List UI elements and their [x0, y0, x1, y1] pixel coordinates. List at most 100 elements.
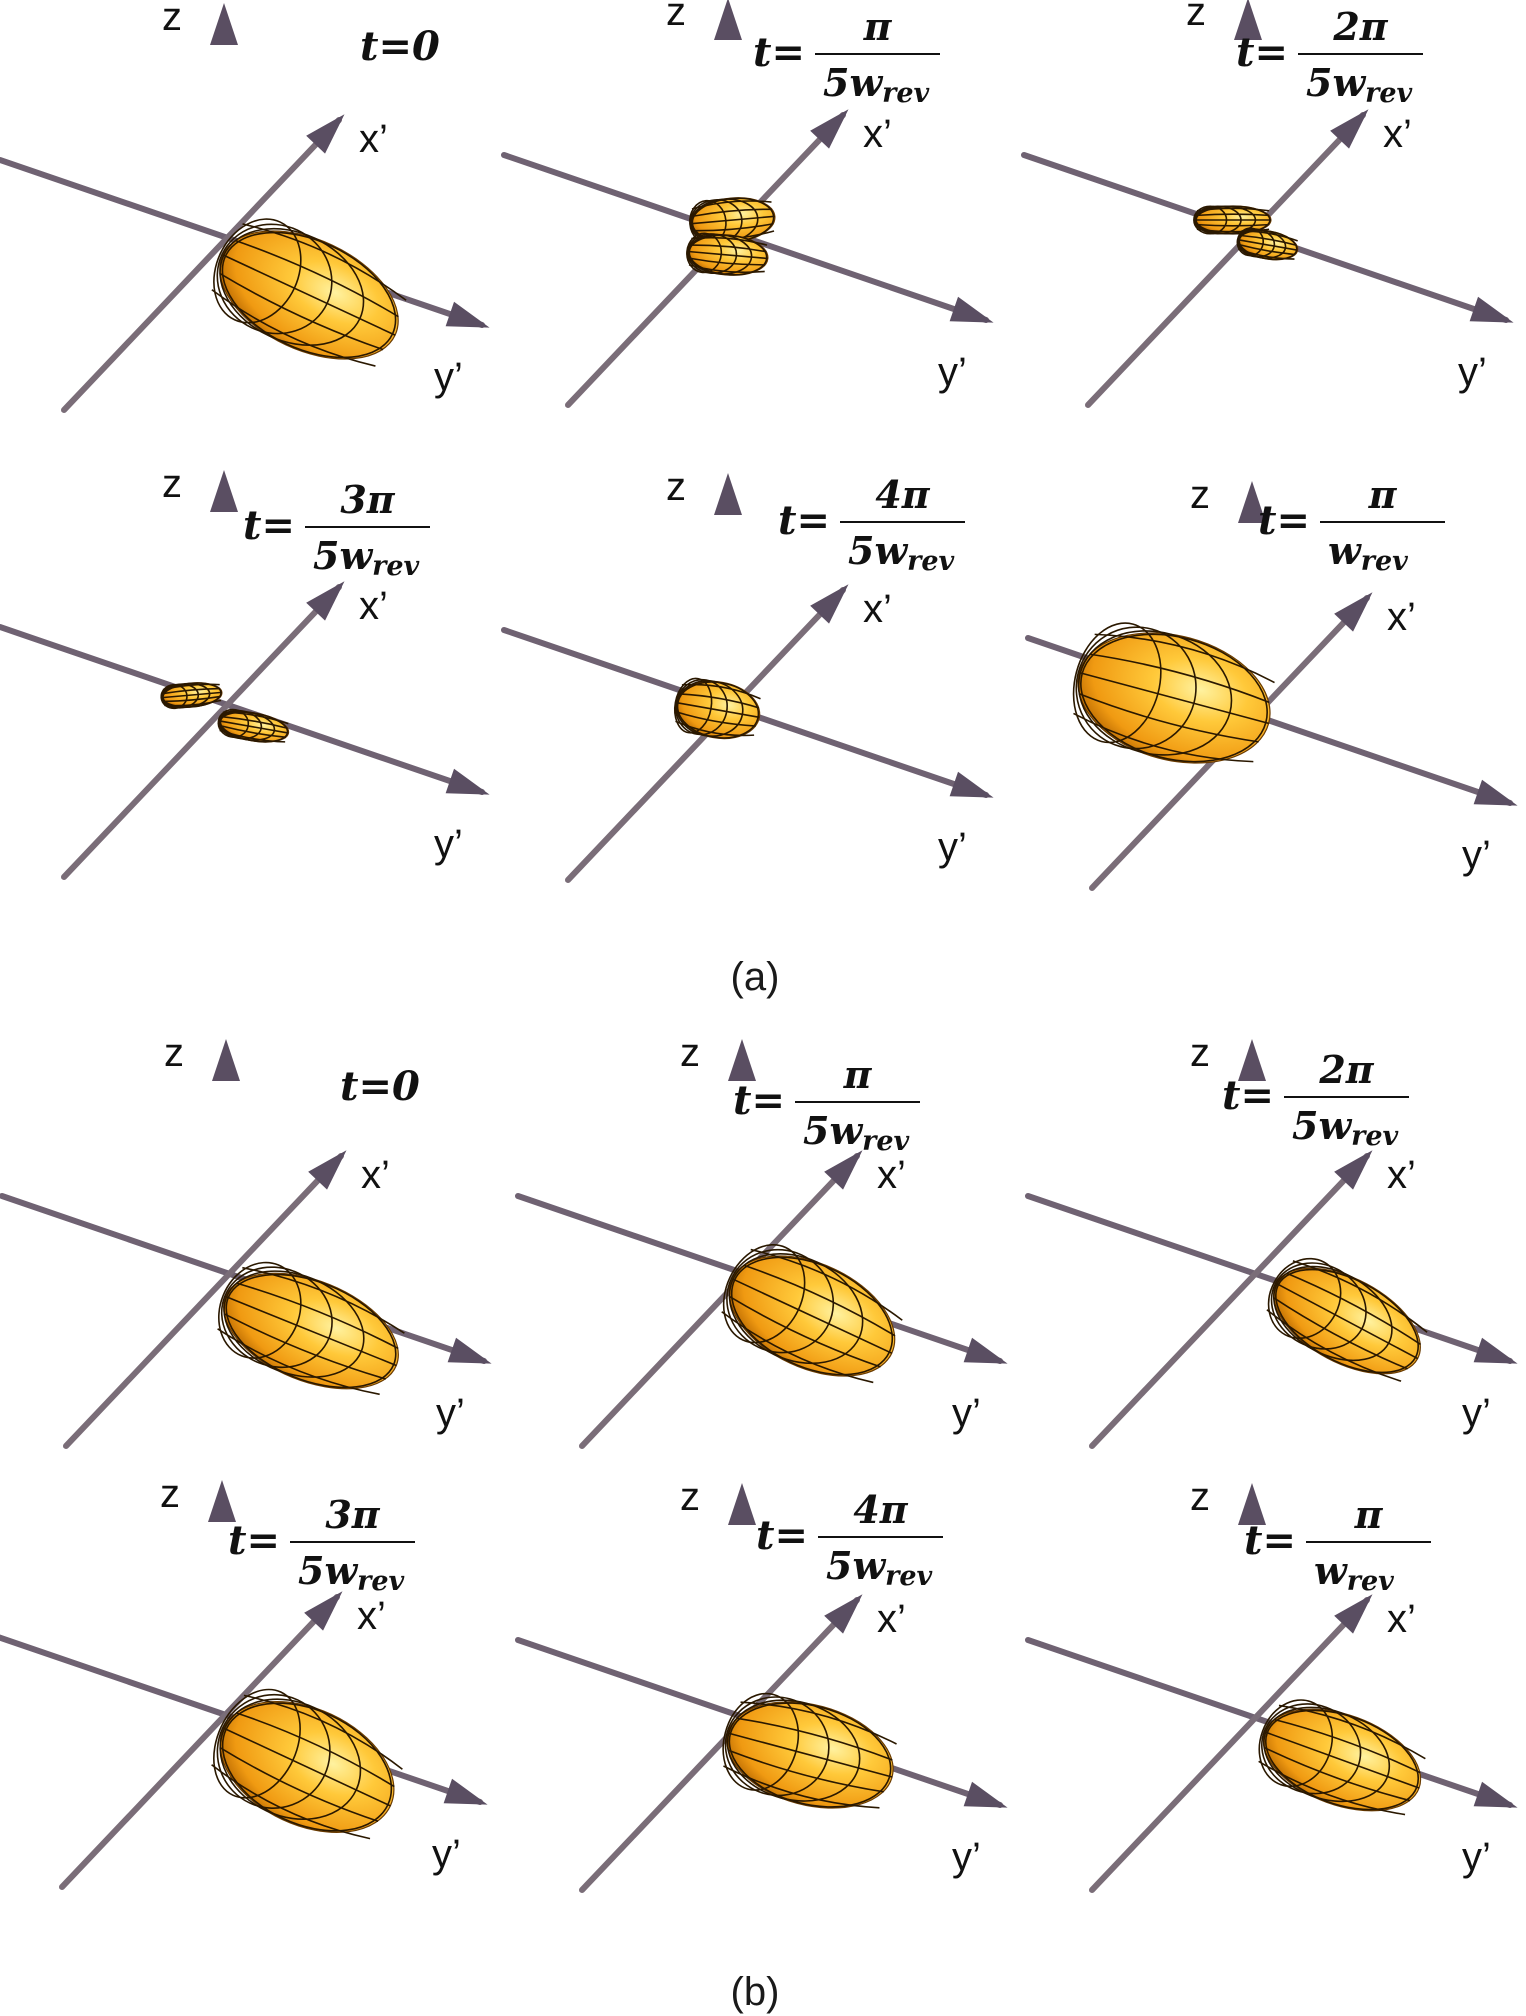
y-axis-shaft — [1025, 1193, 1513, 1364]
y-axis-arrowhead — [1473, 779, 1518, 806]
x-axis-arrowhead — [824, 1150, 863, 1190]
z-axis-arrowhead — [210, 3, 238, 45]
svg-text:t=: t= — [756, 1512, 808, 1559]
x-axis-arrowhead — [1334, 1150, 1373, 1190]
probability-lobe — [1072, 622, 1275, 764]
y-axis-arrowhead — [445, 768, 490, 795]
svg-text:t=: t= — [733, 1077, 785, 1124]
svg-text:t=: t= — [778, 497, 830, 544]
svg-text:t=: t= — [753, 29, 805, 76]
y-axis-arrowhead — [443, 1778, 488, 1805]
x-axis-label: x’ — [877, 1597, 906, 1641]
fraction-numerator: π — [863, 4, 893, 49]
panel-a-label: (a) — [731, 955, 780, 999]
x-axis-arrowhead — [810, 584, 849, 624]
frame-b-1: zx’y’t=0 — [0, 1031, 492, 1501]
x-axis-shaft — [61, 584, 342, 880]
x-axis-label: x’ — [357, 1594, 386, 1638]
z-axis-arrowhead — [1238, 1483, 1266, 1525]
y-axis-arrowhead — [963, 1781, 1008, 1808]
y-axis-arrowhead — [1473, 1781, 1518, 1808]
fraction-numerator: 4π — [875, 472, 930, 517]
probability-lobe — [1258, 1699, 1426, 1816]
time-label: t= 4π 5wrev — [756, 1487, 943, 1592]
x-axis-label: x’ — [361, 1153, 390, 1197]
x-axis-label: x’ — [863, 587, 892, 631]
y-axis-label: y’ — [1462, 833, 1491, 877]
z-axis-label: z — [164, 1031, 184, 1075]
svg-text:t=: t= — [1258, 497, 1310, 544]
fraction-numerator: 2π — [1318, 1047, 1374, 1092]
fraction-denominator: 5wrev — [1292, 1103, 1399, 1152]
probability-lobe — [1236, 227, 1299, 261]
z-axis-arrowhead — [728, 1039, 756, 1081]
z-axis-arrowhead — [208, 1480, 236, 1522]
fraction-numerator: π — [1368, 472, 1398, 517]
fraction-denominator: 5wrev — [826, 1543, 933, 1592]
z-axis-arrowhead — [714, 473, 742, 515]
fraction-numerator: 4π — [853, 1487, 908, 1532]
z-axis-label: z — [160, 1472, 180, 1516]
probability-lobe — [1266, 1257, 1428, 1382]
y-axis-label: y’ — [952, 1835, 981, 1879]
fraction-numerator: 3π — [325, 1492, 380, 1537]
x-axis-arrowhead — [824, 1594, 863, 1634]
x-axis-label: x’ — [863, 112, 892, 156]
x-axis-shaft — [1085, 112, 1366, 408]
fraction-numerator: 3π — [340, 477, 395, 522]
z-axis-arrowhead — [212, 1039, 240, 1081]
fraction-denominator: 5wrev — [1306, 60, 1413, 109]
x-axis-shaft — [1089, 1597, 1370, 1893]
x-axis-arrowhead — [306, 581, 345, 621]
z-axis-label: z — [162, 0, 182, 39]
x-axis-label: x’ — [1387, 1153, 1416, 1197]
y-axis-label: y’ — [434, 355, 463, 399]
z-axis-label: z — [1186, 0, 1206, 34]
x-axis-arrowhead — [1330, 109, 1369, 149]
fraction-denominator: 5wrev — [298, 1548, 405, 1597]
x-axis-label: x’ — [1387, 595, 1416, 639]
z-axis-arrowhead — [1238, 481, 1266, 523]
probability-lobe — [211, 1688, 403, 1840]
z-axis-label: z — [1190, 473, 1210, 517]
probability-lobe — [673, 677, 761, 740]
x-axis-arrowhead — [1334, 1594, 1373, 1634]
fraction-denominator: 5wrev — [848, 528, 955, 577]
svg-text:t=0: t=0 — [340, 1063, 420, 1110]
y-axis-label: y’ — [1458, 350, 1487, 394]
z-axis-label: z — [680, 1475, 700, 1519]
z-axis-label: z — [680, 1031, 700, 1075]
svg-text:t=: t= — [1236, 29, 1288, 76]
y-axis-label: y’ — [1462, 1391, 1491, 1435]
x-axis-shaft — [1089, 1153, 1370, 1449]
fraction-numerator: π — [1354, 1492, 1384, 1537]
z-axis-arrowhead — [1238, 1039, 1266, 1081]
x-axis-label: x’ — [1383, 112, 1412, 156]
y-axis-arrowhead — [445, 301, 490, 328]
x-axis-arrowhead — [306, 114, 345, 154]
panel-b-label: (b) — [731, 1970, 780, 2014]
probability-lobe — [211, 218, 407, 367]
y-axis-shaft — [0, 624, 485, 795]
y-axis-arrowhead — [1469, 296, 1514, 323]
svg-text:t=: t= — [1222, 1072, 1274, 1119]
z-axis-label: z — [666, 0, 686, 34]
x-axis-label: x’ — [359, 117, 388, 161]
z-axis-arrowhead — [728, 1483, 756, 1525]
frames-layer: zx’y’t=0zx’y’t=π5wrevzx’y’t=2π5wrevzx’y’… — [0, 0, 1518, 1945]
x-axis-shaft — [63, 1153, 344, 1449]
